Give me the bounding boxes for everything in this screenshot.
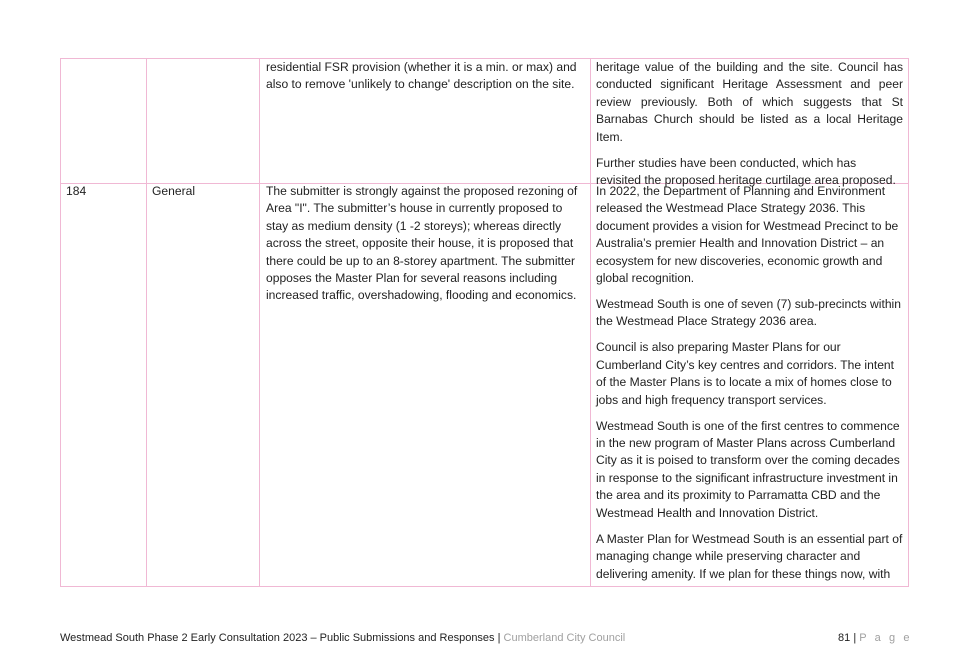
table-row-divider — [60, 183, 909, 184]
footer-separator: | — [497, 632, 501, 644]
table-row-1-submission: The submitter is strongly against the pr… — [266, 183, 584, 313]
table-border-right — [908, 58, 909, 587]
table-border-top — [60, 58, 909, 59]
submissions-table: residential FSR provision (whether it is… — [60, 58, 909, 587]
footer-organisation: Cumberland City Council — [503, 632, 626, 644]
table-divider-3 — [590, 58, 591, 587]
response-paragraph: Westmead South is one of seven (7) sub-p… — [596, 297, 901, 329]
response-paragraph: Westmead South is one of the first centr… — [596, 418, 900, 520]
table-row-1-response: In 2022, the Department of Planning and … — [596, 183, 906, 592]
page-footer: Westmead South Phase 2 Early Consultatio… — [60, 631, 625, 645]
table-divider-2 — [259, 58, 260, 587]
response-paragraph: Further studies have been conducted, whi… — [596, 155, 896, 188]
table-row-0-response: heritage value of the building and the s… — [596, 59, 903, 198]
table-border-bottom — [60, 586, 909, 587]
table-row-0-submission: residential FSR provision (whether it is… — [266, 59, 584, 102]
response-paragraph: A Master Plan for Westmead South is an e… — [596, 531, 903, 581]
response-paragraph: In 2022, the Department of Planning and … — [596, 184, 899, 286]
response-paragraph: heritage value of the building and the s… — [596, 60, 903, 144]
footer-separator: | — [853, 632, 857, 644]
page-number: 81 — [838, 632, 851, 644]
submission-paragraph: The submitter is strongly against the pr… — [266, 184, 578, 303]
table-divider-1 — [146, 58, 147, 587]
table-row-1-id: 184 — [66, 184, 87, 198]
submission-paragraph: residential FSR provision (whether it is… — [266, 60, 577, 92]
footer-document-title: Westmead South Phase 2 Early Consultatio… — [60, 632, 495, 644]
table-border-left — [60, 58, 61, 587]
table-row-1-category: General — [152, 184, 196, 198]
page-word: P a g e — [859, 632, 913, 644]
response-paragraph: Council is also preparing Master Plans f… — [596, 340, 895, 407]
page-number-block: 81 | P a g e — [838, 631, 912, 645]
